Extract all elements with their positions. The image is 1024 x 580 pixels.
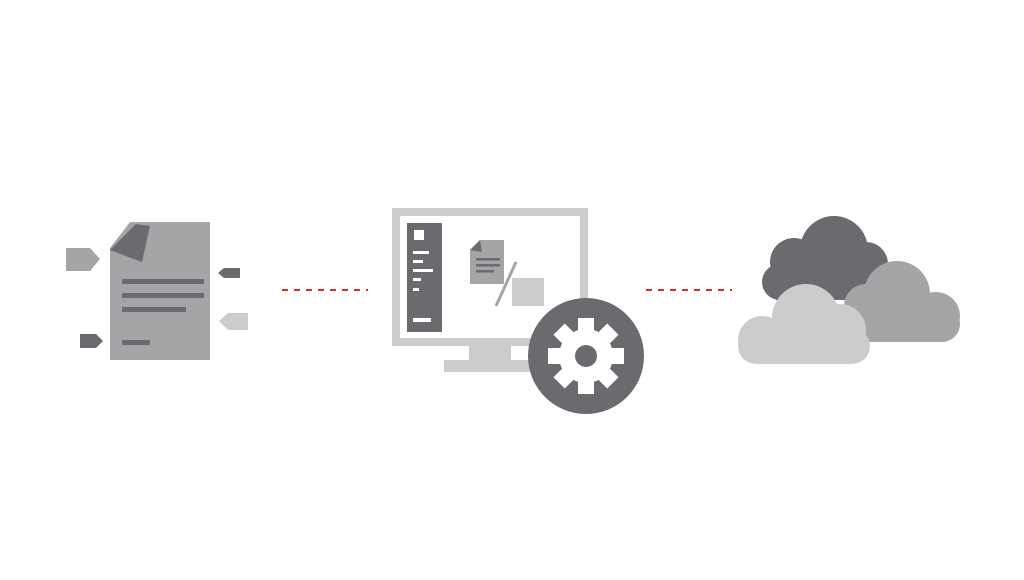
tag-icon <box>218 268 240 278</box>
tag-icon <box>80 334 103 348</box>
monitor-base <box>444 360 536 372</box>
monitor-gear-icon <box>392 208 644 414</box>
document-line <box>122 307 186 312</box>
tag-icon <box>219 313 248 330</box>
screen-sidebar <box>407 223 442 332</box>
gear-icon <box>548 318 624 394</box>
tagged-document-icon <box>66 222 248 360</box>
screen-square <box>512 278 544 306</box>
conversion-slash <box>494 261 518 307</box>
cloud-light <box>738 284 870 364</box>
document-line <box>122 293 204 298</box>
document-line <box>122 340 150 345</box>
document-line <box>122 279 204 284</box>
cloud-cluster-icon <box>738 216 960 364</box>
monitor-neck <box>469 346 511 360</box>
tag-icon <box>66 248 100 271</box>
